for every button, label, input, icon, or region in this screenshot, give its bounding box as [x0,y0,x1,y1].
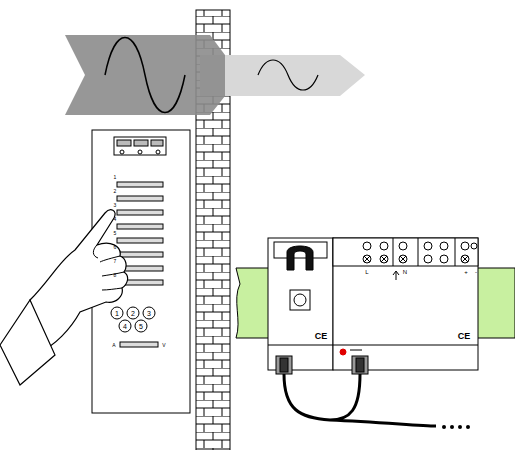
key-letter: A [112,343,115,348]
receiver-module [268,238,333,374]
strong-signal-band [65,35,225,115]
button-number: 8 [114,273,117,278]
strong-wave [105,38,185,113]
ce-mark: CE [315,332,328,341]
terminal-label: N [403,269,407,275]
key-letter: V [162,343,165,348]
finger-lines [93,245,124,290]
button-number: 7 [114,259,117,264]
bus-cable [284,374,436,426]
button-number: 2 [114,189,117,194]
button-number: 6 [114,245,117,250]
circle-key-number: 4 [123,323,127,330]
terminal-label: - [475,269,477,275]
sleeve [0,300,55,385]
button-number: 3 [114,203,117,208]
terminal-label: + [464,269,468,275]
button-number: 1 [114,175,117,180]
circle-key-number: 5 [139,323,143,330]
terminal-label: L [365,269,368,275]
circle-key-number: 3 [147,310,151,317]
circle-key-number: 1 [115,310,119,317]
button-number: 5 [114,231,117,236]
power-supply-module [333,238,478,374]
hand [30,210,128,352]
continuation-dots [442,425,470,429]
button-number: 4 [114,217,117,222]
ce-mark: CE [458,332,471,341]
circle-key-number: 2 [131,310,135,317]
weak-wave [258,60,318,90]
